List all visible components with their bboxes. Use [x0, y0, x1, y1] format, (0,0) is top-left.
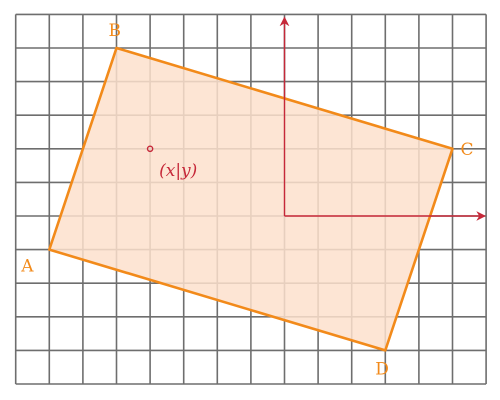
vertex-label-b: B	[109, 21, 122, 41]
vertex-label-d: D	[375, 359, 389, 379]
point-marker	[146, 145, 154, 153]
point-label: (x|y)	[159, 161, 197, 181]
vertex-label-a: A	[20, 257, 34, 277]
rotated-rectangle	[47, 46, 454, 352]
vertex-label-c: C	[461, 140, 474, 160]
